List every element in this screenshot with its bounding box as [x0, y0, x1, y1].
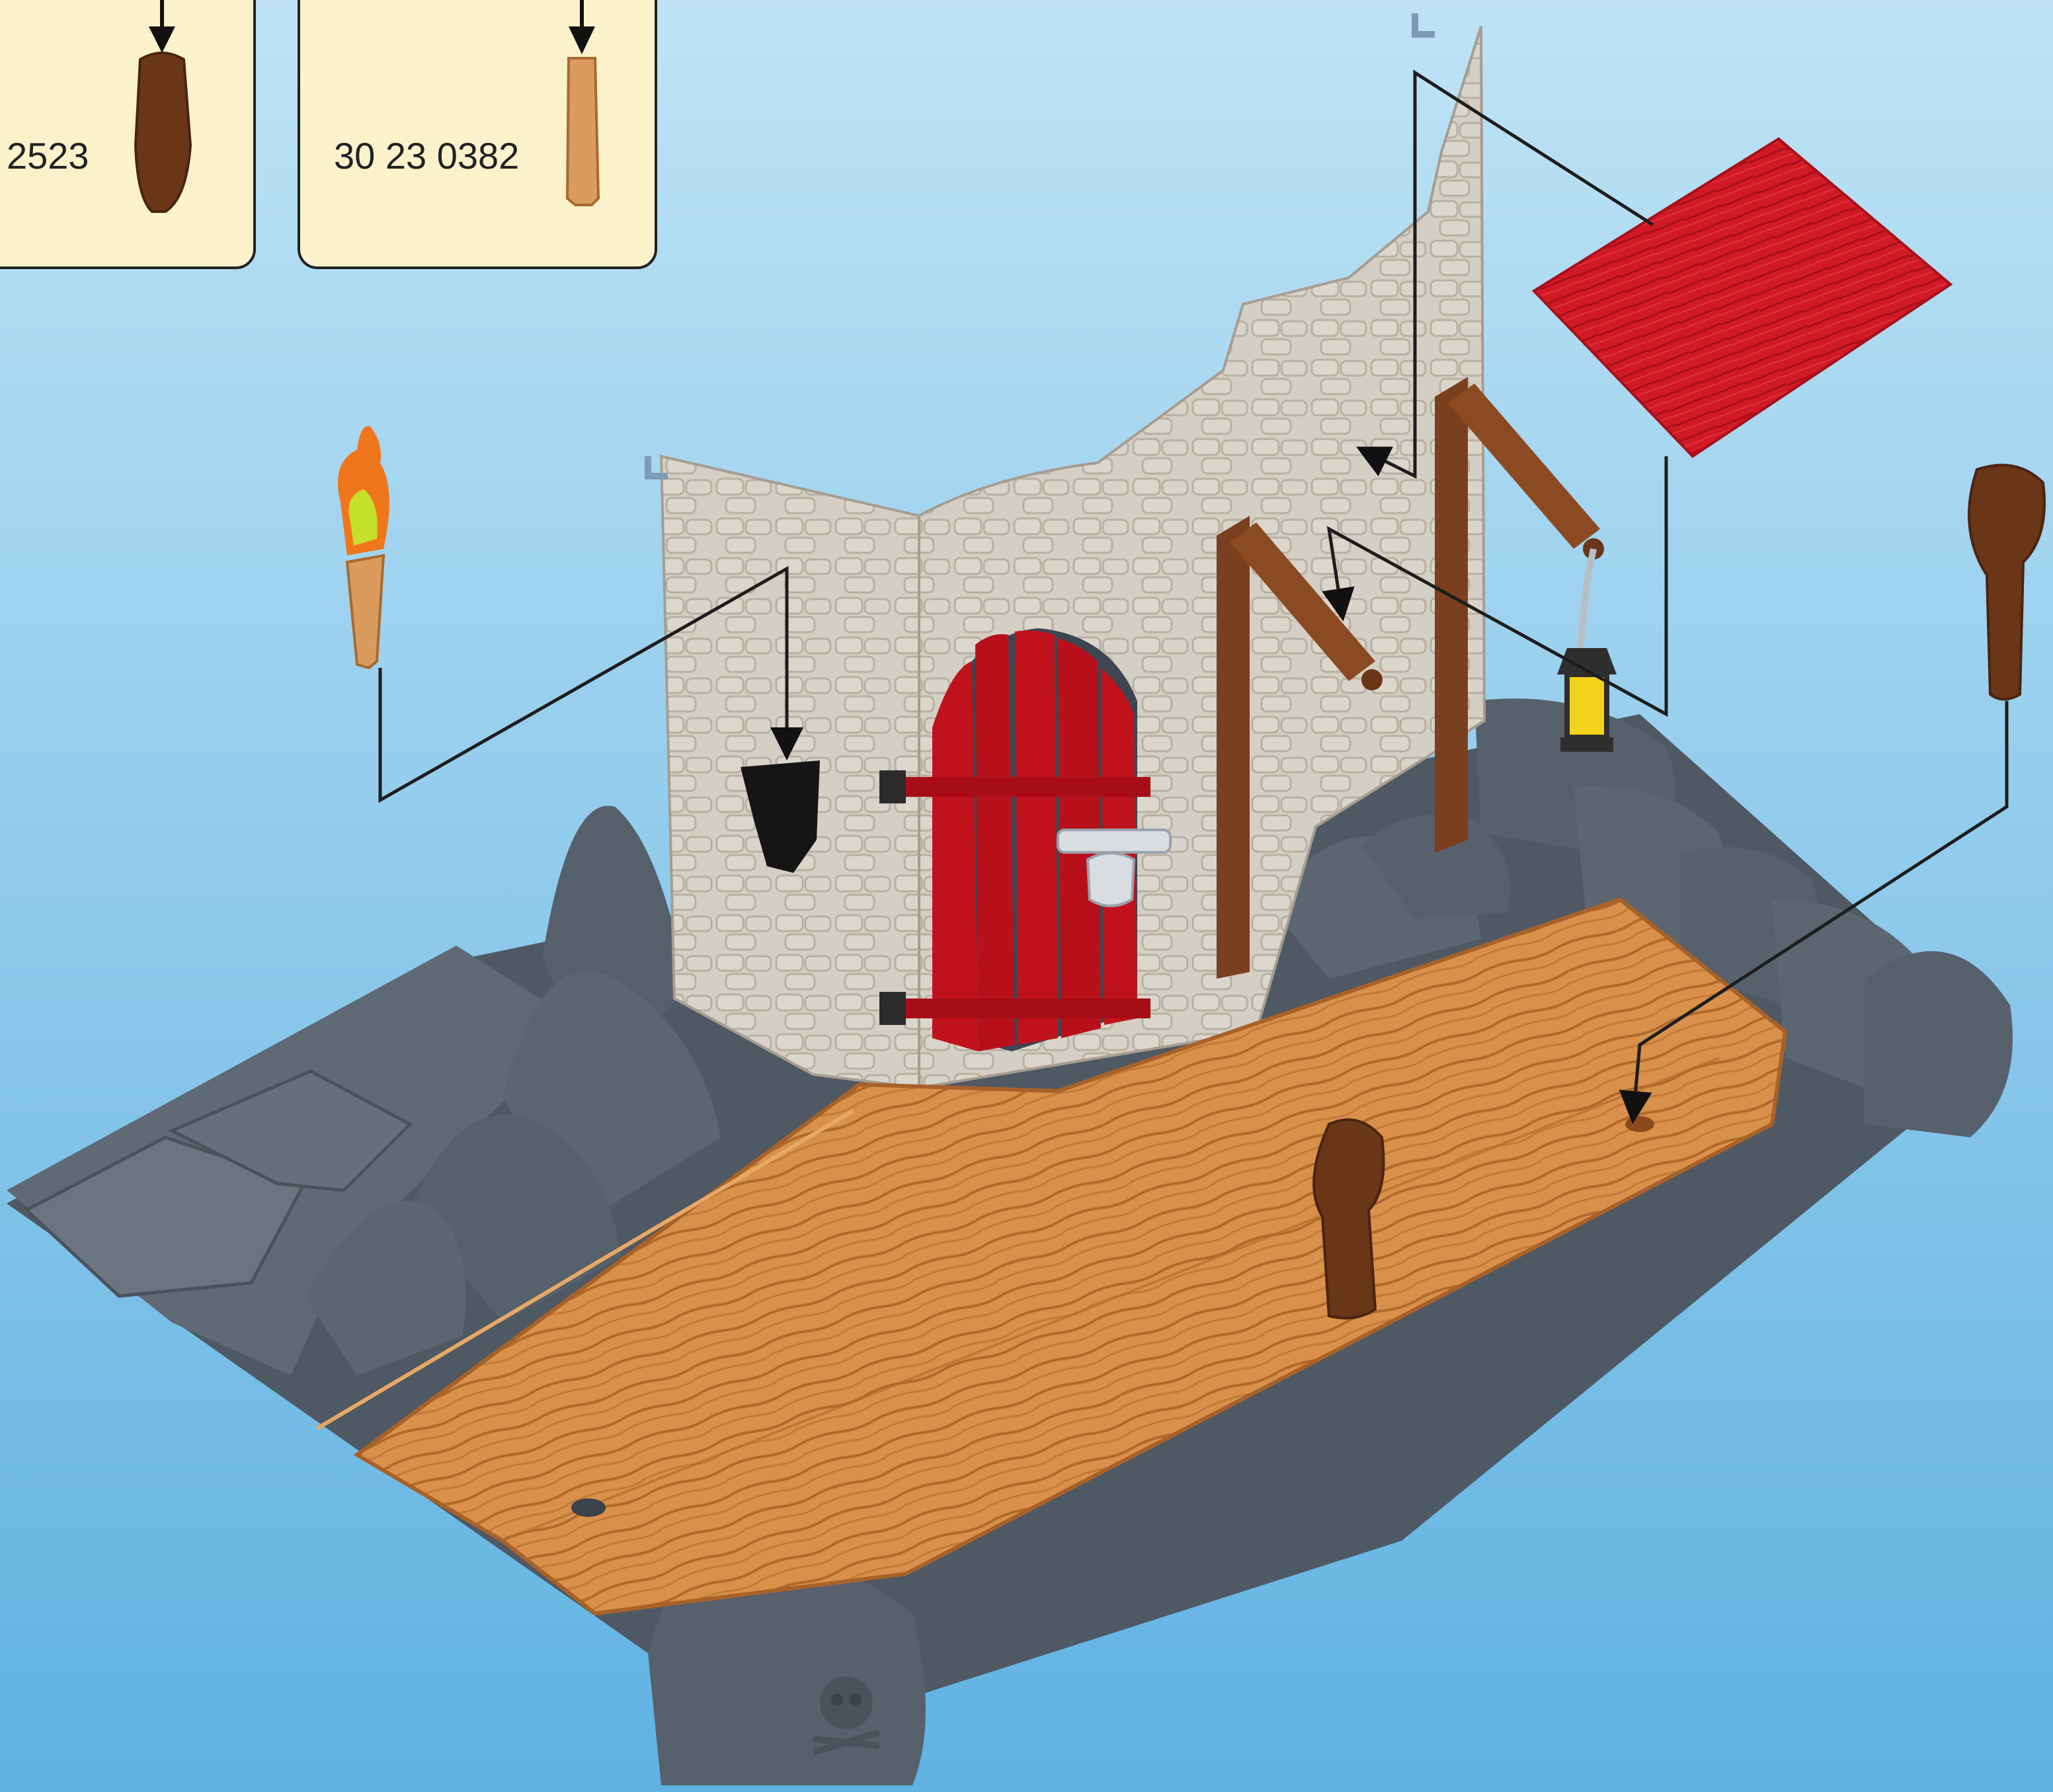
- part-card-left: 2523: [0, 0, 255, 268]
- part-code-left: 2523: [7, 135, 89, 177]
- light-wood-post-icon: [567, 58, 598, 205]
- part-code-right: 30 23 0382: [334, 135, 519, 177]
- part-card-right: 30 23 0382: [299, 0, 656, 268]
- dark-brown-post-icon: [136, 53, 190, 212]
